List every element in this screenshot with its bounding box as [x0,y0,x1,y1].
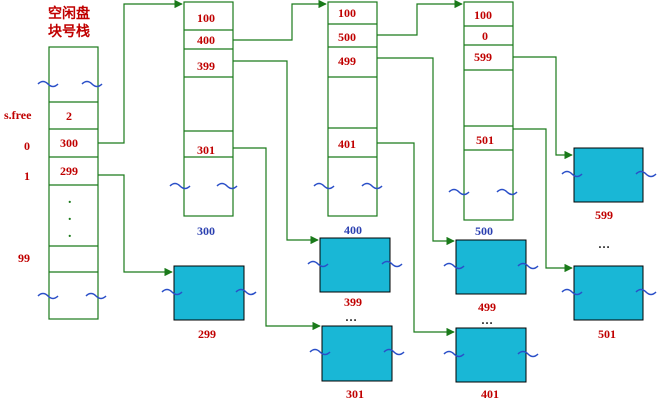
stack-cell-free-count: 2 [66,109,72,123]
index-400-value-500: 500 [338,30,356,44]
data-block-599 [561,147,657,203]
index-400-value-100: 100 [338,6,356,20]
break-mark [85,292,107,300]
arrow-400-to-499 [377,57,455,246]
break-mark [309,348,331,356]
break-mark [381,260,403,268]
label-index-1: 1 [24,169,30,183]
arrow-stack-300-to-block-300 [98,0,183,144]
break-mark [235,288,257,296]
data-block-301 [309,325,405,382]
stack-break-marks [37,80,107,300]
break-mark [443,262,465,270]
stack-cell-299: 299 [60,164,78,178]
stack-dot: . [68,226,72,241]
data-block-401-label: 401 [481,387,499,401]
label-s-free: s.free [4,108,32,122]
break-mark [448,188,470,196]
index-500-value-501: 501 [476,133,494,147]
arrow-400-to-401 [377,142,455,337]
index-block-500 [463,1,514,221]
data-block-299 [161,265,257,321]
break-mark [37,80,59,88]
break-mark [561,170,583,178]
break-mark [307,260,329,268]
data-block-501-label: 501 [598,327,616,341]
stack-title-line2: 块号栈 [48,23,90,40]
index-300-value-301: 301 [197,143,215,157]
data-block-401 [443,327,539,383]
break-mark [37,292,59,300]
arrow-500-to-501 [513,128,573,273]
break-mark [635,170,657,178]
break-mark [517,262,539,270]
data-block-499-label: 499 [478,300,496,314]
data-block-299-label: 299 [198,327,216,341]
index-300-value-400: 400 [197,33,215,47]
index-300-value-100: 100 [197,11,215,25]
free-block-stack [48,46,99,320]
ellipsis: … [598,237,610,251]
index-300-value-399: 399 [197,59,215,73]
break-mark [443,350,465,358]
break-mark [361,182,383,190]
index-500-value-100: 100 [474,8,492,22]
index-block-400 [327,1,378,217]
data-block-599-label: 599 [595,208,613,222]
arrow-300-to-301 [233,147,321,331]
break-mark [216,182,238,190]
index-300-caption: 300 [197,224,215,238]
arrow-300-to-400 [233,0,327,41]
stack-dot: . [68,192,72,207]
index-400-value-499: 499 [338,54,356,68]
data-block-399-label: 399 [344,295,362,309]
arrow-stack-299-to-block-299 [98,174,173,277]
stack-dot: . [68,209,72,224]
arrow-300-to-399 [233,60,319,245]
break-mark [561,288,583,296]
stack-cell-300: 300 [60,136,78,150]
break-mark [169,182,191,190]
stack-title-line1: 空闲盘 [48,5,90,22]
arrow-500-to-599 [513,56,573,160]
break-mark [517,350,539,358]
break-mark [383,348,405,356]
data-block-501 [561,265,657,321]
break-mark [81,80,103,88]
index-500-value-599: 599 [474,50,492,64]
data-block-399 [307,237,403,293]
data-block-499 [443,239,539,295]
index-500-value-0: 0 [482,29,488,43]
break-mark [313,182,335,190]
index-500-caption: 500 [475,224,493,238]
label-index-0: 0 [24,139,30,153]
ellipsis: … [345,310,357,324]
label-index-99: 99 [18,251,30,265]
data-block-301-label: 301 [346,387,364,401]
index-400-caption: 400 [344,223,362,237]
break-mark [161,288,183,296]
arrow-400-to-500 [377,0,463,36]
break-mark [496,188,518,196]
index-block-300 [183,1,234,217]
break-mark [635,288,657,296]
ellipsis: … [481,313,493,327]
index-400-value-401: 401 [338,137,356,151]
